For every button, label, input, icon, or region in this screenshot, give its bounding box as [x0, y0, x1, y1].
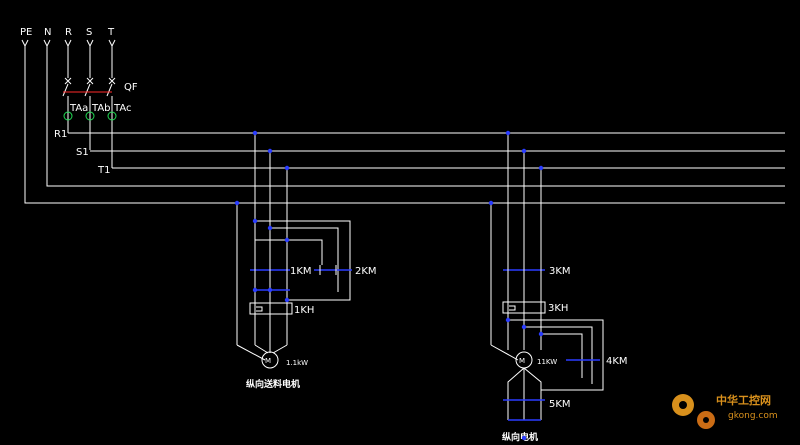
breaker-qf: QF [62, 46, 138, 168]
motor-1-power: 1.1kW [286, 359, 308, 367]
pe-conductor [24, 46, 785, 204]
contactor-4km-label: 4KM [606, 356, 628, 367]
supply-terminals: PE N R S T [20, 27, 116, 48]
breaker-qf-label: QF [124, 82, 138, 93]
contactor-1km-label: 1KM [290, 266, 312, 277]
contactor-5km-label: 5KM [549, 399, 571, 410]
junction-dots [234, 130, 544, 441]
n-conductor [46, 46, 785, 187]
terminal-t-label: T [107, 27, 115, 38]
motor-1-symbol: M [265, 357, 271, 365]
contactor-2km-label: 2KM [355, 266, 377, 277]
contactor-3km [503, 265, 545, 275]
motor-2-caption: 纵向电机 [502, 431, 538, 443]
terminal-s-arrow [86, 39, 94, 48]
current-transformers: TAa TAb TAc [63, 103, 132, 121]
motor-2-power: 11KW [537, 358, 557, 366]
contactor-2km [314, 265, 352, 275]
motor-1 [261, 351, 279, 369]
phase-busbars: R1 S1 T1 [54, 129, 785, 176]
terminal-r-arrow [64, 39, 72, 48]
motor-2-symbol: M [519, 357, 525, 365]
ct-a-label: TAa [69, 103, 88, 114]
bus-t1-label: T1 [97, 165, 110, 176]
contactor-1km [250, 265, 290, 275]
branch-1: 1KM 2KM 1KH M 1.1kW 纵向送料电机 [236, 133, 377, 390]
terminal-r-label: R [65, 27, 72, 38]
terminal-n-label: N [44, 27, 51, 38]
bus-r1-label: R1 [54, 129, 67, 140]
ct-c-label: TAc [113, 103, 132, 114]
terminal-s-label: S [86, 27, 92, 38]
terminal-pe-label: PE [20, 27, 32, 38]
terminal-t-arrow [108, 39, 116, 48]
thermal-relay-3kh [502, 301, 546, 314]
terminal-pe-arrow [21, 39, 29, 48]
watermark-name: 中华工控网 [716, 393, 771, 407]
thermal-relay-1kh [249, 302, 293, 315]
thermal-relay-1kh-label: 1KH [294, 305, 314, 316]
ct-b-label: TAb [91, 103, 111, 114]
watermark: 中华工控网 gkong.com [672, 393, 778, 429]
contactor-3km-label: 3KM [549, 266, 571, 277]
thermal-relay-3kh-label: 3KH [548, 303, 568, 314]
terminal-n-arrow [43, 39, 51, 48]
branch-2: 3KM 3KH 4KM M 11KW 5KM 纵向电机 [490, 133, 628, 443]
motor-1-caption: 纵向送料电机 [246, 378, 300, 390]
watermark-url: gkong.com [728, 411, 778, 421]
bus-s1-label: S1 [76, 147, 89, 158]
